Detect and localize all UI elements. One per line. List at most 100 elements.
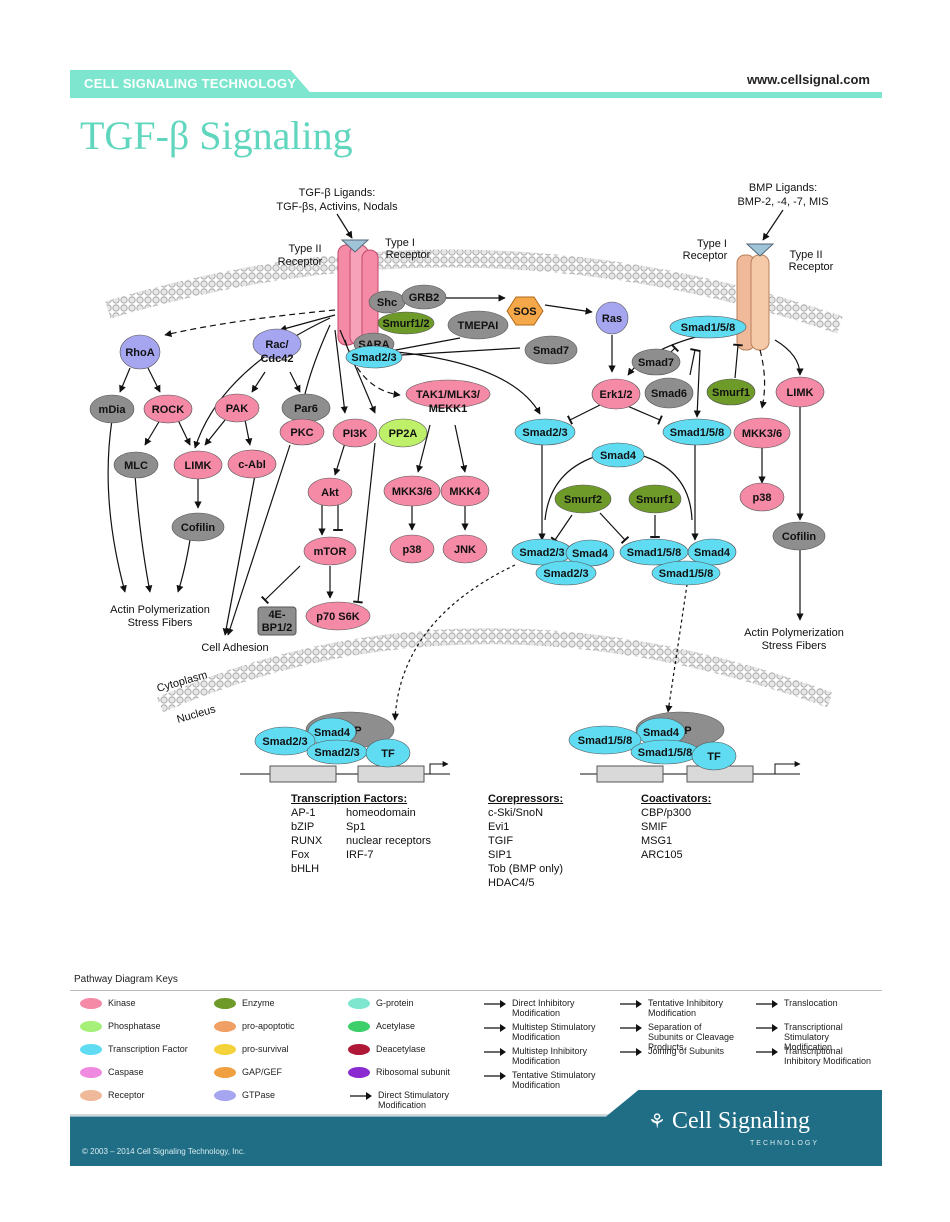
bmp-receptor xyxy=(736,243,775,351)
node-label: RhoA xyxy=(125,347,154,359)
key-swatch xyxy=(80,1021,102,1032)
arrow-icon xyxy=(754,1046,780,1058)
tf-item: homeodomain xyxy=(346,807,416,819)
node-label: mTOR xyxy=(314,546,347,558)
node-limk-r: LIMK xyxy=(775,376,825,408)
node-label: LIMK xyxy=(787,387,814,399)
gene-right xyxy=(580,761,801,783)
transcription-factors-list: Transcription Factors: AP-1 bZIP RUNX Fo… xyxy=(291,792,481,875)
nucleus-label: Nucleus xyxy=(176,703,218,726)
corepressors-list: Corepressors: c-Ski/SnoN Evi1 TGIF SIP1 … xyxy=(488,792,608,890)
node-tmepai: TMEPAI xyxy=(447,310,509,340)
node-label: c-Abl xyxy=(238,459,266,471)
tf-item: bZIP xyxy=(291,821,315,833)
key-item: pro-survival xyxy=(214,1044,334,1055)
key-label: Direct Stimulatory Modification xyxy=(378,1090,450,1110)
key-label: Transcriptional Inhibitory Modification xyxy=(784,1046,872,1066)
type2-receptor-right-2: Receptor xyxy=(789,261,834,273)
node-nl-smad23-a: Smad2/3 xyxy=(254,726,316,756)
cst-logo: ⚘Cell Signaling xyxy=(648,1108,810,1135)
node-label: Smad4 xyxy=(643,727,680,739)
node-smad6: Smad6 xyxy=(644,377,694,409)
node-label: Rac/ xyxy=(265,339,288,351)
key-item: Ribosomal subunit xyxy=(348,1067,468,1078)
actin-left-label: Actin Polymerization xyxy=(110,604,210,616)
bmp-ligands-list: BMP-2, -4, -7, MIS xyxy=(737,196,828,208)
node-label: PAK xyxy=(226,403,248,415)
node-label: Akt xyxy=(321,487,339,499)
gene-left xyxy=(240,761,450,783)
node-label: Smad2/3 xyxy=(351,352,396,364)
arrow-icon xyxy=(482,998,508,1010)
coactivators-list: Coactivators: CBP/p300 SMIF MSG1 ARC105 xyxy=(641,792,761,862)
node-label: Smad4 xyxy=(572,548,609,560)
tf-item: bHLH xyxy=(291,863,320,875)
key-item: Multistep Stimulatory Modification xyxy=(482,1022,602,1042)
arrow-icon xyxy=(482,1046,508,1058)
node-label: PI3K xyxy=(343,428,368,440)
key-label: Receptor xyxy=(108,1090,145,1100)
key-swatch xyxy=(214,998,236,1009)
tgf-ligands-label: TGF-β Ligands: xyxy=(299,187,376,199)
node-mlc: MLC xyxy=(113,451,159,479)
key-swatch xyxy=(214,1090,236,1101)
key-swatch xyxy=(80,1044,102,1055)
key-label: Multistep Stimulatory Modification xyxy=(512,1022,596,1042)
site-url: www.cellsignal.com xyxy=(746,72,870,87)
type1-receptor-right: Type I xyxy=(697,238,727,250)
bmp-ligands-label: BMP Ligands: xyxy=(749,182,817,194)
node-label: p38 xyxy=(403,544,422,556)
key-label: Separation of Subunits or Cleavage Produ… xyxy=(648,1022,735,1052)
node-smurf1-m: Smurf1 xyxy=(628,484,682,514)
actin-left-label-2: Stress Fibers xyxy=(128,617,193,629)
key-label: GAP/GEF xyxy=(242,1067,283,1077)
node-label: Smurf1 xyxy=(712,387,750,399)
node-nl-smad23-b: Smad2/3 xyxy=(306,739,368,765)
corep-item: c-Ski/SnoN xyxy=(488,807,544,819)
plasma-membrane xyxy=(105,249,843,334)
node-label: Cdc42 xyxy=(260,353,293,365)
node-par6: Par6 xyxy=(281,393,331,423)
node-p38-l: p38 xyxy=(389,534,435,564)
key-swatch xyxy=(214,1067,236,1078)
node-label: Smad2/3 xyxy=(522,427,567,439)
tf-item: Fox xyxy=(291,849,310,861)
node-erk: Erk1/2 xyxy=(591,378,641,410)
keys-title: Pathway Diagram Keys xyxy=(74,974,178,985)
node-label: 4E- xyxy=(268,609,285,621)
node-smad7-b: Smad7 xyxy=(631,348,681,376)
key-label: pro-survival xyxy=(242,1044,289,1054)
key-item: Tentative Inhibitory Modification xyxy=(618,998,738,1018)
node-label: MKK3/6 xyxy=(392,486,432,498)
key-label: Tentative Inhibitory Modification xyxy=(648,998,724,1018)
node-label: LIMK xyxy=(185,460,212,472)
nuclear-membrane xyxy=(156,628,833,713)
node-cofilin-l: Cofilin xyxy=(171,512,225,542)
key-swatch xyxy=(214,1044,236,1055)
node-smurf1-r: Smurf1 xyxy=(706,378,756,406)
key-item: Acetylase xyxy=(348,1021,468,1032)
node-smad7-a: Smad7 xyxy=(524,335,578,365)
node-label: GRB2 xyxy=(409,292,440,304)
node-label: Smad1/5/8 xyxy=(578,735,632,747)
key-label: pro-apoptotic xyxy=(242,1021,295,1031)
arrow-icon xyxy=(348,1090,374,1102)
tf-item: nuclear receptors xyxy=(346,835,431,847)
key-item: Transcriptional Stimulatory Modification xyxy=(754,1022,874,1052)
node-label: TF xyxy=(381,748,395,760)
node-akt: Akt xyxy=(307,477,353,507)
key-item: pro-apoptotic xyxy=(214,1021,334,1032)
type1-receptor-left-2: Receptor xyxy=(386,249,431,261)
node-label: Smad7 xyxy=(638,357,674,369)
node-smad158-r: Smad1/5/8 xyxy=(669,315,747,339)
logo-subtext: TECHNOLOGY xyxy=(750,1140,820,1147)
node-label: PP2A xyxy=(389,428,418,440)
node-s6k: p70 S6K xyxy=(305,601,371,631)
key-label: Acetylase xyxy=(376,1021,416,1031)
key-item: Direct Stimulatory Modification xyxy=(348,1090,468,1110)
node-4ebp: 4E-BP1/2 xyxy=(257,606,297,636)
node-pak: PAK xyxy=(214,393,260,423)
node-nr-smad4: Smad4 xyxy=(636,717,686,747)
node-shc: Shc xyxy=(368,290,406,314)
